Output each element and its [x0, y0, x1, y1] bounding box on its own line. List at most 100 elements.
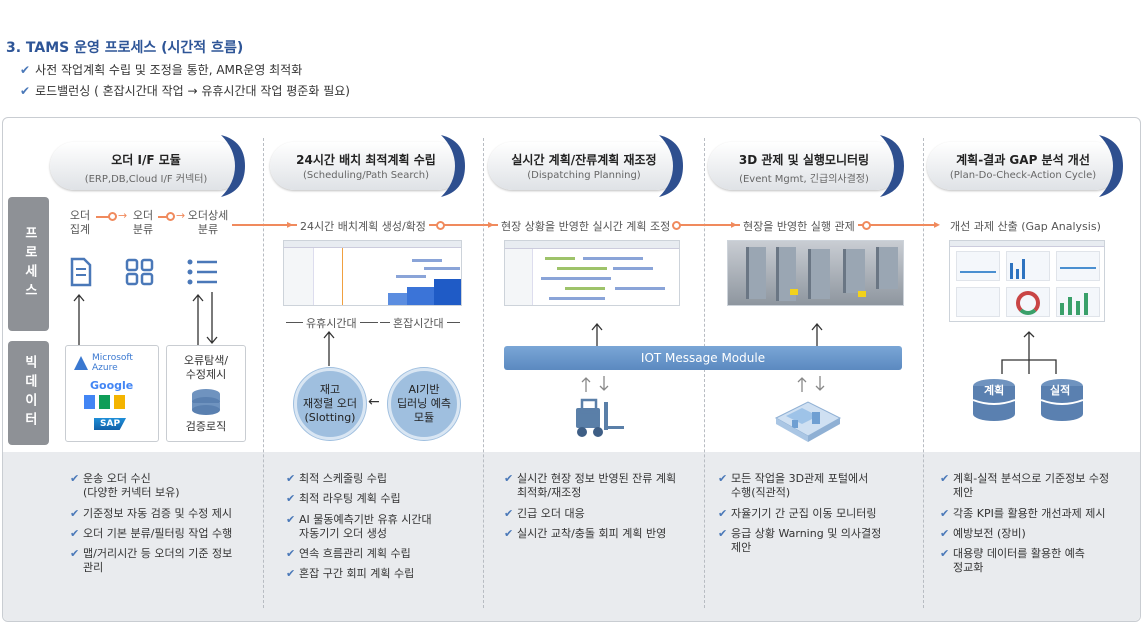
flow-connector	[158, 216, 170, 218]
flow-label-batch: 24시간 배치계획 생성/확정	[297, 218, 429, 234]
list-item: ✔모든 작업을 3D관제 포털에서 수행(직관적)	[718, 472, 918, 501]
check-icon: ✔	[70, 547, 80, 561]
list-item: ✔실시간 현장 정보 반영된 잔류 계획 최적화/재조정	[504, 472, 699, 501]
list-item: ✔최적 스케줄링 수립	[286, 472, 476, 486]
check-icon: ✔	[286, 492, 296, 506]
phase3-description-list: ✔실시간 현장 정보 반영된 잔류 계획 최적화/재조정✔긴급 오더 대응✔실시…	[504, 472, 699, 547]
side-label-process: 프로세스	[8, 197, 49, 331]
check-icon: ✔	[940, 472, 950, 485]
check-icon: ✔	[718, 472, 728, 485]
list-item-text: 자율기기 간 군집 이동 모니터링	[731, 506, 877, 520]
list-item-text: 기준정보 자동 검증 및 수정 제시	[83, 506, 233, 520]
arrow-right-icon: ▸	[488, 217, 495, 231]
list-item: ✔혼잡 구간 회피 계획 수립	[286, 567, 476, 581]
iot-message-module: IOT Message Module	[504, 346, 902, 370]
sap-logo: SAP	[94, 418, 127, 430]
document-icon	[70, 257, 92, 287]
arrow-up-icon	[591, 322, 603, 346]
dispatch-gantt-screenshot	[504, 240, 680, 306]
idle-period-label: 유휴시간대	[303, 315, 360, 331]
order-step-classify: 오더 분류	[132, 209, 154, 236]
list-item: ✔기준정보 자동 검증 및 수정 제시	[70, 507, 255, 521]
phase2-description-list: ✔최적 스케줄링 수립✔최적 라우팅 계획 수립✔AI 물동예측기반 유휴 시간…	[286, 472, 476, 588]
column-divider	[263, 138, 264, 608]
list-item: ✔각종 KPI를 활용한 개선과제 제시	[940, 507, 1135, 521]
schedule-gantt-screenshot	[283, 240, 462, 306]
list-item: ✔실시간 교착/충돌 회피 계획 반영	[504, 527, 699, 541]
updown-arrows-icon	[797, 376, 825, 392]
order-step-detail: 오더상세 분류	[187, 209, 229, 236]
chevron-right-icon	[880, 135, 904, 197]
list-item-text: 운송 오더 수신 (다양한 커넥터 보유)	[83, 472, 180, 500]
phase5-description-list: ✔계획-실적 분석으로 기준정보 수정 제안✔각종 KPI를 활용한 개선과제 …	[940, 472, 1135, 582]
check-icon: ✔	[70, 526, 80, 540]
azure-logo-icon	[74, 356, 88, 370]
arrow-right-icon: ▸	[731, 217, 738, 231]
list-item-text: 최적 라우팅 계획 수립	[299, 492, 401, 506]
actual-label: 실적	[1050, 384, 1071, 397]
check-icon: ✔	[504, 472, 514, 485]
list-item-text: 응급 상황 Warning 및 의사결정 제안	[731, 526, 882, 555]
chevron-right-icon	[1099, 135, 1123, 197]
google-apps-icon	[84, 394, 125, 413]
chevron-right-icon	[441, 135, 465, 197]
3d-warehouse-screenshot	[727, 240, 904, 306]
arrow-up-icon	[811, 322, 823, 346]
check-icon: ✔	[940, 547, 950, 561]
arrow-up-icon	[73, 293, 85, 346]
smart-factory-icon	[774, 401, 842, 442]
list-item: ✔응급 상황 Warning 및 의사결정 제안	[718, 527, 918, 556]
list-item: ✔AI 물동예측기반 유휴 시간대 자동기기 오더 생성	[286, 513, 476, 542]
flow-label-realtime: 현장 상황을 반영한 실시간 계획 조정	[498, 218, 674, 234]
check-icon: ✔	[70, 506, 80, 520]
arrow-up-icon	[323, 330, 335, 366]
phase4-description-list: ✔모든 작업을 3D관제 포털에서 수행(직관적)✔자율기기 간 군집 이동 모…	[718, 472, 918, 561]
arrow-right-icon: ▸	[287, 217, 294, 231]
error-check-label: 오류탐색/ 수정제시	[183, 354, 229, 381]
slotting-order-circle: 재고 재정렬 오더 (Slotting)	[294, 368, 366, 440]
busy-period-label: 혼잡시간대	[390, 315, 447, 331]
ai-forecast-circle: AI기반 딥러닝 예측 모듈	[388, 368, 460, 440]
list-item-text: 연속 흐름관리 계획 수립	[299, 547, 411, 561]
check-icon: ✔	[286, 472, 296, 485]
check-icon: ✔	[70, 472, 80, 485]
google-logo: Google	[90, 379, 134, 392]
list-item: ✔운송 오더 수신 (다양한 커넥터 보유)	[70, 472, 255, 501]
header-bullet-2: ✔로드밸런싱 ( 혼잡시간대 작업 → 유휴시간대 작업 평준화 필요)	[20, 84, 350, 98]
list-item-text: 대용량 데이터를 활용한 예측 정교화	[953, 547, 1085, 575]
column-divider	[483, 138, 484, 608]
list-item: ✔최적 라우팅 계획 수립	[286, 492, 476, 506]
list-item-text: 실시간 현장 정보 반영된 잔류 계획 최적화/재조정	[517, 472, 677, 500]
column-divider	[704, 138, 705, 608]
list-item: ✔계획-실적 분석으로 기준정보 수정 제안	[940, 472, 1135, 501]
list-item: ✔예방보전 (장비)	[940, 527, 1135, 541]
list-item-text: 혼잡 구간 회피 계획 수립	[299, 567, 415, 581]
list-item: ✔대용량 데이터를 활용한 예측 정교화	[940, 547, 1135, 576]
list-item-text: 실시간 교착/충돌 회피 계획 반영	[517, 526, 667, 540]
chevron-right-icon	[221, 135, 245, 197]
list-item-text: 각종 KPI를 활용한 개선과제 제시	[953, 506, 1106, 520]
verify-logic-label: 검증로직	[185, 420, 227, 433]
check-icon: ✔	[20, 84, 31, 98]
bidirectional-arrow-icon	[192, 292, 218, 346]
column-divider	[923, 138, 924, 608]
check-icon: ✔	[940, 506, 950, 520]
check-icon: ✔	[718, 506, 728, 520]
list-item-text: 계획-실적 분석으로 기준정보 수정 제안	[953, 472, 1110, 500]
forklift-icon	[576, 398, 624, 437]
flow-label-gap: 개선 과제 산출 (Gap Analysis)	[947, 218, 1104, 234]
flow-node-icon	[108, 212, 117, 221]
list-item-text: AI 물동예측기반 유휴 시간대 자동기기 오더 생성	[299, 512, 432, 540]
order-step-aggregate: 오더 집계	[69, 209, 91, 236]
phase-header-gap: 계획-결과 GAP 분석 개선(Plan-Do-Check-Action Cyc…	[927, 142, 1119, 190]
check-icon: ✔	[504, 506, 514, 520]
arrow-right-icon: ▸	[934, 217, 941, 231]
check-icon: ✔	[20, 63, 31, 77]
header-bullet-1: ✔사전 작업계획 수립 및 조정을 통한, AMR운영 최적화	[20, 63, 303, 77]
phase-header-batch-plan: 24시간 배치 최적계획 수립(Scheduling/Path Search)	[270, 142, 462, 190]
gap-analysis-dashboard	[949, 240, 1105, 322]
phase-header-order-if: 오더 I/F 모듈(ERP,DB,Cloud I/F 커넥터)	[50, 142, 242, 190]
database-actual-icon	[1040, 379, 1084, 421]
